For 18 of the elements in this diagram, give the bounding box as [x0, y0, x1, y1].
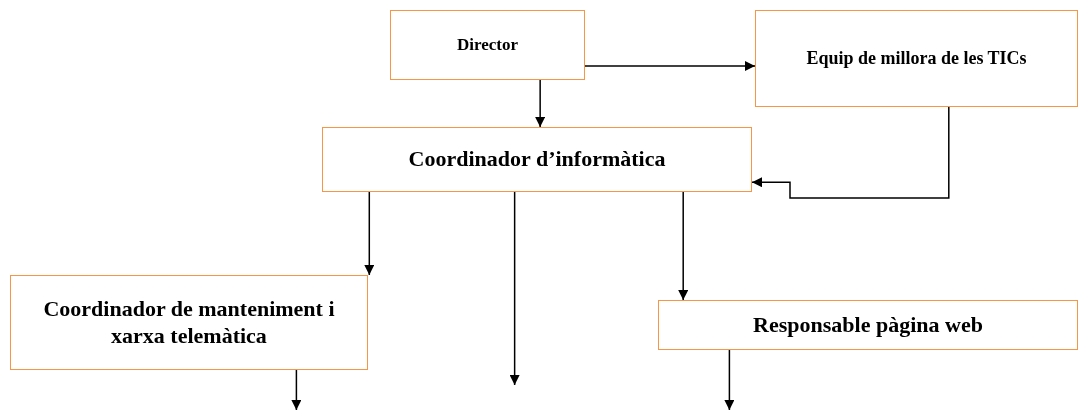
- arrow: [724, 349, 735, 411]
- role-box: [755, 10, 1078, 107]
- role-label: Responsable pàgina web: [753, 311, 983, 339]
- role-label: Coordinador d’informàtica: [408, 146, 666, 173]
- role-box: [390, 10, 585, 80]
- role-box: [10, 275, 368, 370]
- arrow: [535, 79, 546, 128]
- role-label: Equip de millora de les TICs: [806, 47, 1027, 70]
- role-box: [322, 127, 752, 192]
- role-label: Director: [456, 34, 518, 56]
- arrow: [678, 191, 689, 301]
- role-label: Coordinador de manteniment i xarxa telemàtica: [42, 296, 336, 349]
- arrow: [509, 191, 520, 386]
- arrow: [291, 369, 302, 411]
- arrow: [584, 61, 756, 71]
- arrow: [751, 106, 950, 199]
- arrow: [364, 191, 375, 276]
- role-box: [658, 300, 1078, 350]
